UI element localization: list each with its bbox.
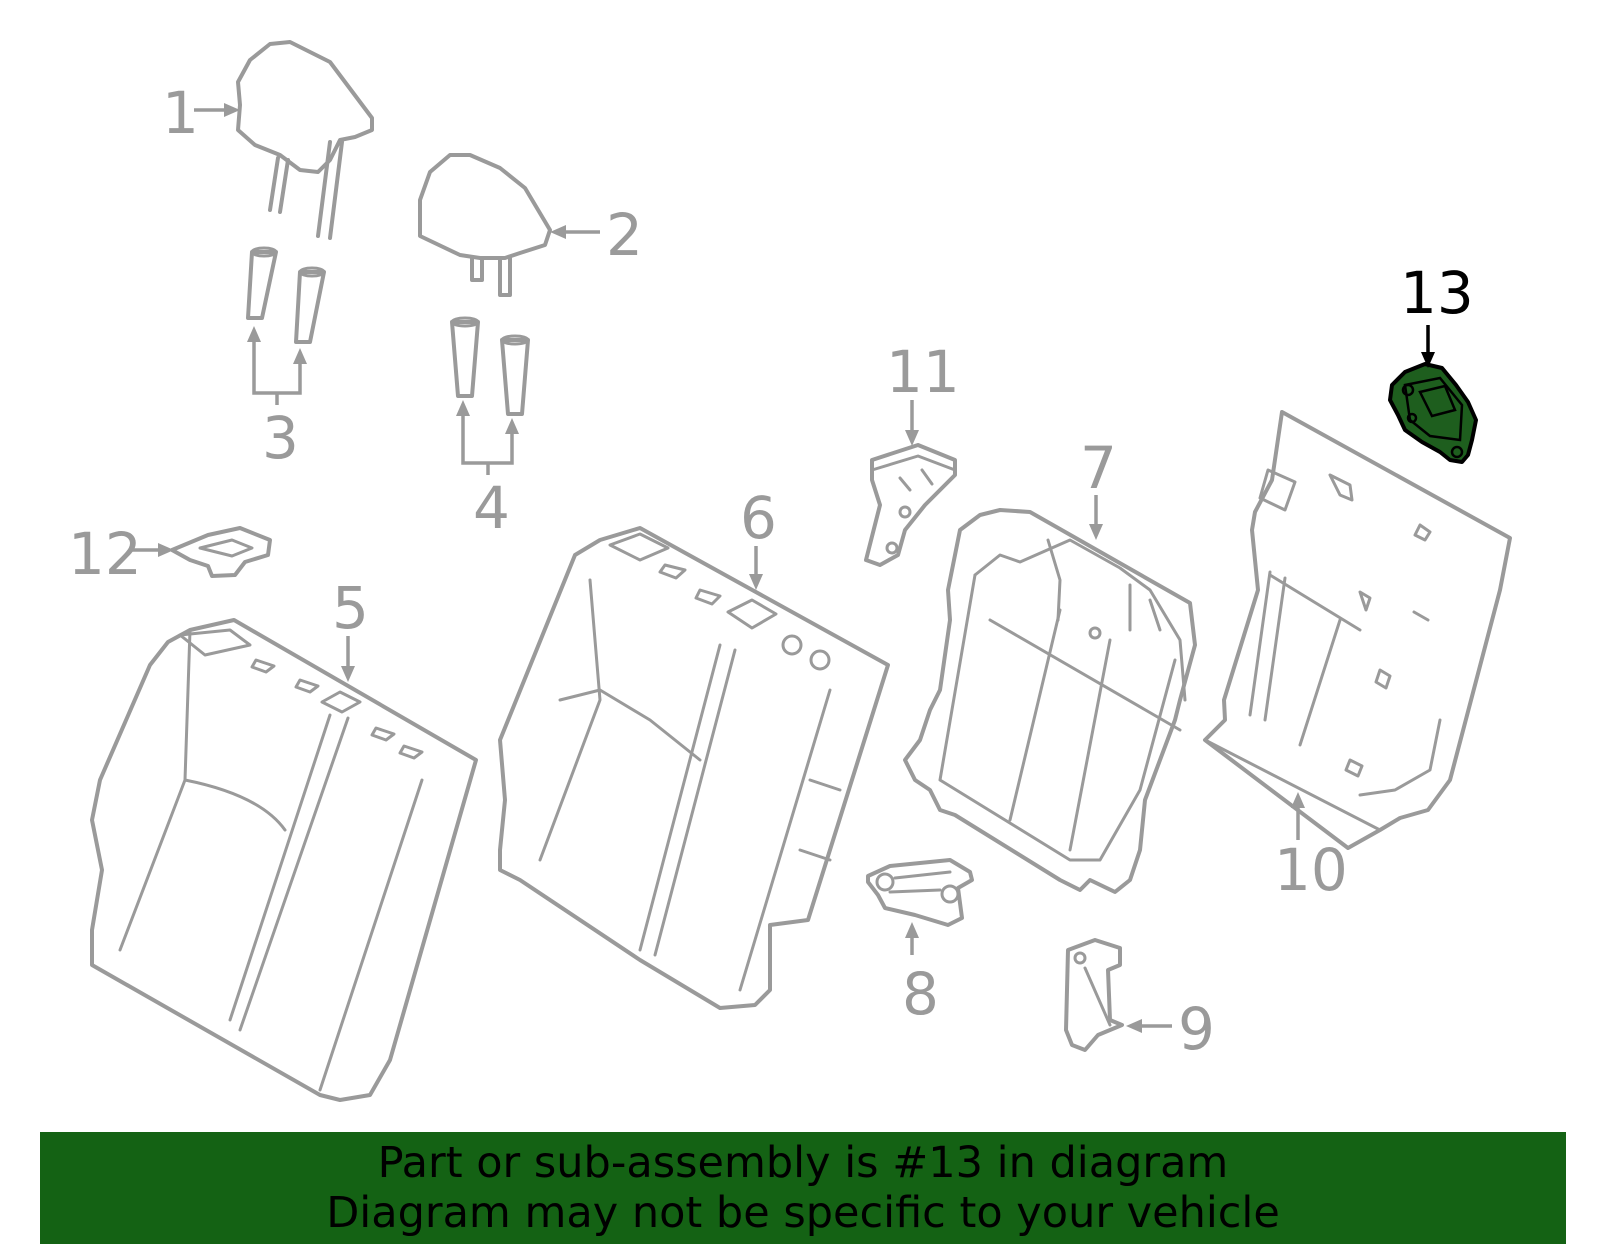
part-1-headrest[interactable] (236, 40, 374, 240)
callout-2[interactable]: 2 (550, 201, 643, 269)
callout-13[interactable]: 13 (1400, 259, 1474, 368)
part-8-hinge[interactable] (866, 858, 974, 927)
callout-label-7: 7 (1080, 434, 1117, 502)
callout-1[interactable]: 1 (162, 79, 240, 147)
callout-4[interactable]: 4 (456, 400, 519, 542)
banner-line-2: Diagram may not be specific to your vehi… (326, 1188, 1280, 1238)
part-5-seatback-cover[interactable] (90, 618, 478, 1102)
banner-line-1: Part or sub-assembly is #13 in diagram (377, 1138, 1229, 1188)
callout-label-10: 10 (1274, 836, 1348, 904)
callout-label-5: 5 (332, 574, 369, 642)
callout-label-3: 3 (262, 404, 299, 472)
part-4-headrest-guides[interactable] (450, 316, 530, 416)
callout-5[interactable]: 5 (332, 574, 369, 682)
callout-label-1: 1 (162, 79, 199, 147)
callout-10[interactable]: 10 (1274, 792, 1348, 904)
callout-label-13: 13 (1400, 259, 1474, 327)
part-13-highlighted-bracket[interactable] (1388, 362, 1478, 464)
part-6-seatback-pad[interactable] (498, 526, 890, 1010)
callout-label-6: 6 (740, 484, 777, 552)
info-banner: Part or sub-assembly is #13 in diagram D… (40, 1132, 1566, 1244)
callout-label-9: 9 (1178, 995, 1215, 1063)
callout-label-8: 8 (902, 960, 939, 1028)
callout-6[interactable]: 6 (740, 484, 777, 590)
part-3-headrest-guides[interactable] (246, 246, 326, 344)
callout-3[interactable]: 3 (247, 326, 307, 472)
callout-11[interactable]: 11 (886, 338, 960, 446)
callout-label-4: 4 (473, 474, 510, 542)
part-10-back-board[interactable] (1203, 410, 1512, 850)
part-11-bracket[interactable] (864, 443, 957, 567)
callout-label-11: 11 (886, 338, 960, 406)
callout-12[interactable]: 12 (68, 520, 174, 588)
part-2-headrest[interactable] (418, 153, 552, 297)
callout-7[interactable]: 7 (1080, 434, 1117, 540)
part-12-clip[interactable] (170, 526, 272, 578)
callout-9[interactable]: 9 (1126, 995, 1215, 1063)
part-9-bracket[interactable] (1064, 938, 1124, 1052)
part-7-seatback-frame[interactable] (903, 508, 1197, 894)
callout-8[interactable]: 8 (902, 922, 939, 1028)
callout-label-2: 2 (606, 201, 643, 269)
callout-label-12: 12 (68, 520, 142, 588)
